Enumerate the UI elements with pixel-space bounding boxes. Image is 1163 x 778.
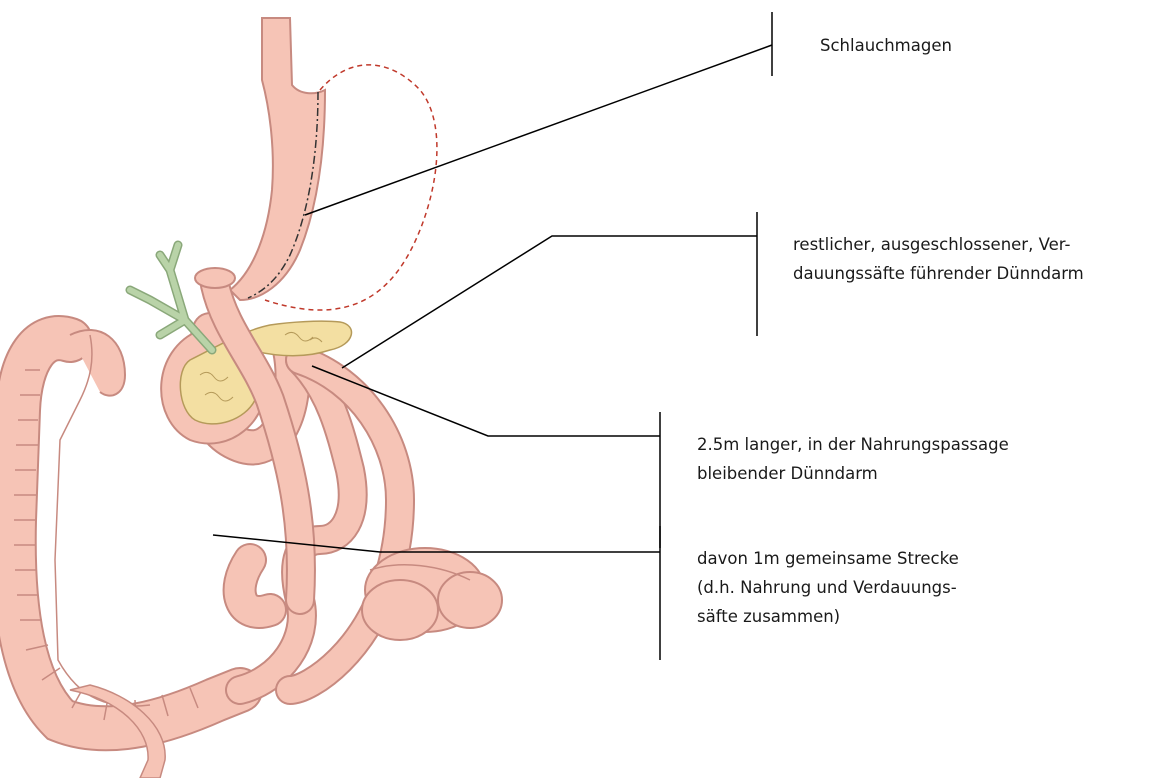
label-excluded-bowel: restlicher, ausgeschlossener, Ver- dauun… [793,230,1084,288]
label-sleeve-stomach-text: Schlauchmagen [820,31,952,60]
duodenal-stump [195,268,235,288]
label-common-channel-line1: davon 1m gemeinsame Strecke [697,544,959,573]
label-common-channel-line3: säfte zusammen) [697,602,959,631]
label-excluded-bowel-line2: dauungssäfte führender Dünndarm [793,259,1084,288]
label-common-channel: davon 1m gemeinsame Strecke (d.h. Nahrun… [697,544,959,631]
label-food-bowel-line2: bleibender Dünndarm [697,459,1009,488]
bile-duct [130,245,212,350]
jejunum-cluster [362,548,502,640]
label-sleeve-stomach: Schlauchmagen [820,31,952,60]
label-excluded-bowel-line1: restlicher, ausgeschlossener, Ver- [793,230,1084,259]
label-food-bowel-line1: 2.5m langer, in der Nahrungspassage [697,430,1009,459]
leader-excluded-bowel [342,236,757,368]
leader-sleeve-stomach [305,45,772,215]
label-common-channel-line2: (d.h. Nahrung und Verdauungs- [697,573,959,602]
sleeve-stomach [230,18,325,300]
label-food-bowel: 2.5m langer, in der Nahrungspassage blei… [697,430,1009,488]
